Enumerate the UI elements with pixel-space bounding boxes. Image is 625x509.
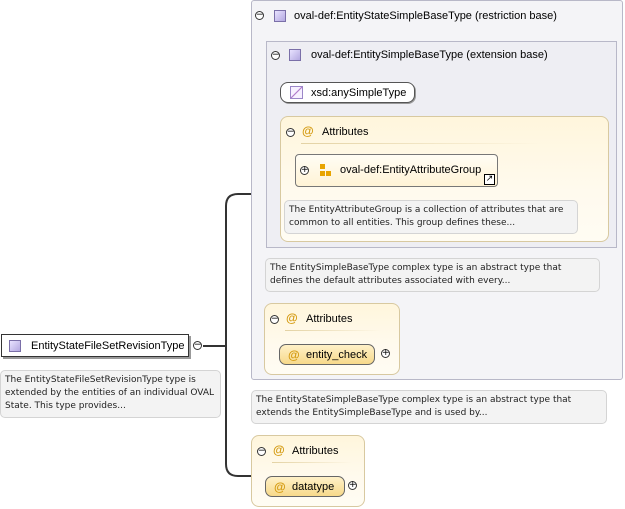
expand-icon[interactable]: +: [348, 480, 357, 490]
datatype-label: datatype: [292, 481, 335, 493]
attribute-group-description: The EntityAttributeGroup is a collection…: [284, 200, 578, 234]
attribute-group-label: oval-def:EntityAttributeGroup: [340, 164, 482, 176]
attribute-icon: @: [273, 443, 285, 457]
restriction-attributes-panel[interactable]: − @ Attributes @ entity_check +: [264, 303, 400, 375]
entity-check-attribute[interactable]: @ entity_check: [279, 344, 375, 365]
attribute-group-box[interactable]: + oval-def:EntityAttributeGroup ↗: [295, 154, 498, 187]
connector-to-bottom-attributes: [225, 346, 252, 477]
extension-base-description: The EntitySimpleBaseType complex type is…: [265, 258, 600, 292]
collapse-icon[interactable]: −: [271, 50, 280, 60]
extension-attributes-panel[interactable]: − @ Attributes + oval-def:EntityAttribut…: [280, 116, 609, 242]
attribute-group-icon: [320, 164, 331, 176]
bottom-attributes-label: Attributes: [292, 445, 339, 457]
attribute-icon: @: [288, 348, 300, 362]
simple-type-label: xsd:anySimpleType: [311, 87, 407, 99]
restriction-base-description-text: The EntityStateSimpleBaseType complex ty…: [256, 395, 572, 418]
complex-type-icon: [289, 49, 301, 61]
collapse-icon[interactable]: −: [257, 446, 266, 456]
attribute-group-description-text: The EntityAttributeGroup is a collection…: [289, 205, 564, 228]
collapse-icon[interactable]: −: [193, 340, 202, 350]
extension-base-description-text: The EntitySimpleBaseType complex type is…: [270, 263, 562, 286]
attribute-icon: @: [302, 124, 314, 138]
simple-type-icon: [290, 86, 303, 99]
root-type-box[interactable]: EntityStateFileSetRevisionType: [1, 334, 189, 357]
root-type-description-text: The EntityStateFileSetRevisionType type …: [5, 375, 215, 411]
complex-type-icon: [9, 340, 21, 352]
root-type-label: EntityStateFileSetRevisionType: [31, 340, 185, 352]
simple-type-box[interactable]: xsd:anySimpleType: [280, 82, 415, 103]
expand-icon[interactable]: +: [300, 165, 309, 175]
extension-base-panel[interactable]: − oval-def:EntitySimpleBaseType (extensi…: [266, 41, 617, 248]
complex-type-icon: [274, 10, 286, 22]
link-arrow-icon[interactable]: ↗: [484, 174, 495, 185]
datatype-attribute[interactable]: @ datatype: [265, 476, 345, 497]
attribute-icon: @: [274, 480, 286, 494]
collapse-icon[interactable]: −: [255, 10, 264, 20]
restriction-base-label: oval-def:EntityStateSimpleBaseType (rest…: [294, 10, 557, 22]
restriction-attributes-label: Attributes: [306, 313, 353, 325]
extension-base-label: oval-def:EntitySimpleBaseType (extension…: [311, 49, 548, 61]
attribute-icon: @: [286, 311, 298, 325]
restriction-base-panel[interactable]: − oval-def:EntityStateSimpleBaseType (re…: [251, 0, 623, 380]
connector-to-restriction-base: [203, 193, 252, 347]
extension-attributes-label: Attributes: [322, 126, 369, 138]
attributes-divider: [301, 143, 541, 144]
collapse-icon[interactable]: −: [286, 127, 295, 137]
expand-icon[interactable]: +: [381, 348, 390, 358]
bottom-attributes-panel[interactable]: − @ Attributes @ datatype +: [251, 435, 365, 507]
collapse-icon[interactable]: −: [270, 314, 279, 324]
attributes-divider: [285, 330, 381, 331]
root-type-description: The EntityStateFileSetRevisionType type …: [0, 370, 221, 418]
attributes-divider: [272, 462, 352, 463]
restriction-base-description: The EntityStateSimpleBaseType complex ty…: [251, 390, 607, 424]
entity-check-label: entity_check: [306, 349, 368, 361]
